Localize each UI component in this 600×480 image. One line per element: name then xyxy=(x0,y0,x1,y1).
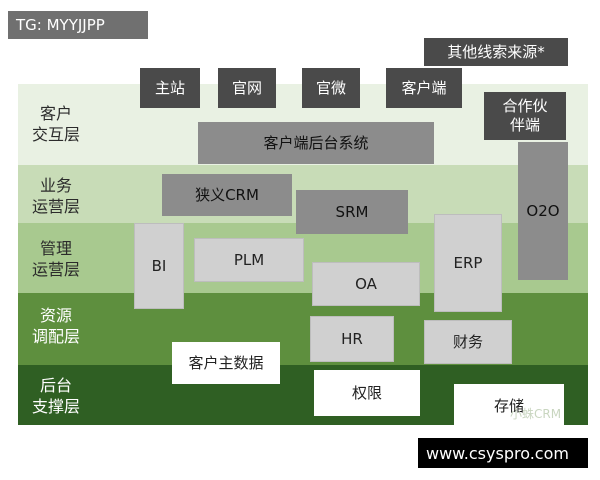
system-oa: OA xyxy=(312,262,420,306)
channel-main-site: 主站 xyxy=(140,68,200,108)
stamp-text: 小蛛CRM xyxy=(510,407,562,421)
system-master-data: 客户主数据 xyxy=(172,342,280,384)
system-o2o: O2O xyxy=(518,142,568,280)
layer-label-backend: 后台 支撑层 xyxy=(31,376,80,416)
layer-label-resource: 资源 调配层 xyxy=(31,306,80,346)
layer-label-operation: 业务 运营层 xyxy=(31,176,80,216)
tag-label: TG: MYYJJPP xyxy=(8,11,148,39)
channel-official-wechat: 官微 xyxy=(302,68,360,108)
channel-client-app: 客户端 xyxy=(386,68,462,108)
system-hr: HR xyxy=(310,316,394,362)
system-permissions: 权限 xyxy=(314,370,420,416)
system-bi: BI xyxy=(134,223,184,309)
site-label: www.csyspro.com xyxy=(418,438,588,468)
layer-label-interaction: 客户 交互层 xyxy=(31,104,80,144)
system-client-backend: 客户端后台系统 xyxy=(198,122,434,164)
channel-official-web: 官网 xyxy=(218,68,276,108)
system-storage: 存储 xyxy=(454,384,564,428)
system-srm: SRM xyxy=(296,190,408,234)
channel-other-sources: 其他线索来源* xyxy=(424,38,568,66)
system-plm: PLM xyxy=(194,238,304,282)
system-erp: ERP xyxy=(434,214,502,312)
channel-partners: 合作伙 伴端 xyxy=(484,92,566,140)
system-finance: 财务 xyxy=(424,320,512,364)
system-crm: 狭义CRM xyxy=(162,174,292,216)
layer-label-management: 管理 运营层 xyxy=(31,239,80,279)
